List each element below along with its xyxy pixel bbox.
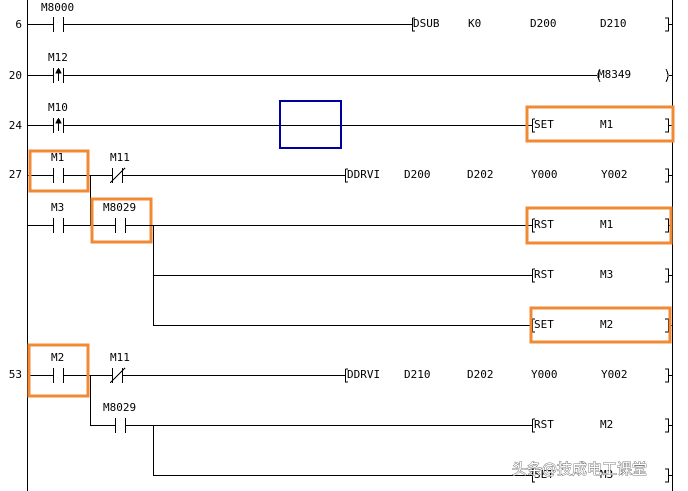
- contact-label: M8029: [103, 201, 136, 214]
- step-number: 20: [9, 69, 22, 82]
- rung-6[interactable]: 6 M8000 DSUB K0 D200 D210: [15, 1, 672, 32]
- highlight-box: [90, 197, 153, 244]
- instruction-arg: K0: [468, 17, 481, 30]
- instruction-arg: M3: [600, 468, 613, 481]
- instruction-arg: M1: [600, 218, 613, 231]
- watermark: 头条@技成电工课堂: [512, 460, 647, 478]
- rung-row-rst-m2[interactable]: M8029 RST M2: [90, 401, 672, 433]
- close-bracket-icon: [665, 17, 672, 32]
- instruction-arg: D202: [467, 168, 494, 181]
- instruction-arg: M3: [600, 268, 613, 281]
- open-bracket-icon: [530, 418, 535, 433]
- cursor-selection-box[interactable]: [279, 100, 342, 149]
- contact-label: M8029: [103, 401, 136, 414]
- contact-label: M3: [51, 201, 64, 214]
- open-bracket-icon: [343, 168, 348, 183]
- close-bracket-icon: [665, 118, 672, 133]
- contact-label: M2: [51, 351, 64, 364]
- instruction-arg: Y002: [601, 368, 628, 381]
- no-contact-icon[interactable]: [27, 168, 112, 183]
- instruction-op: RST: [534, 418, 554, 431]
- no-contact-icon[interactable]: [27, 368, 112, 383]
- instruction-arg: D200: [404, 168, 431, 181]
- no-contact-icon[interactable]: [27, 17, 64, 32]
- instruction-op: RST: [534, 218, 554, 231]
- instruction-op: SET: [534, 468, 554, 481]
- contact-label: M11: [110, 351, 130, 364]
- nc-contact-icon[interactable]: [109, 367, 126, 384]
- rising-edge-contact-icon[interactable]: [27, 117, 64, 133]
- step-number: 6: [15, 18, 22, 31]
- highlight-box: [28, 149, 90, 193]
- close-bracket-icon: [665, 168, 672, 183]
- instruction-arg: D210: [600, 17, 627, 30]
- instruction-arg: Y002: [601, 168, 628, 181]
- open-bracket-icon: [343, 368, 348, 383]
- step-number: 53: [9, 368, 22, 381]
- open-bracket-icon: [530, 468, 535, 483]
- instruction-op: DSUB: [413, 17, 440, 30]
- open-bracket-icon: [530, 268, 535, 283]
- instruction-op: SET: [534, 118, 554, 131]
- instruction-arg: D202: [467, 368, 494, 381]
- instruction-arg: Y000: [531, 368, 558, 381]
- rung-27[interactable]: 27 M1 M11 DDRVI D200 D202 Y000 Y002: [9, 149, 672, 193]
- rung-row-rst-m1[interactable]: M3 M8029 RST M1: [27, 197, 673, 245]
- instruction-op: DDRVI: [347, 168, 380, 181]
- instruction-arg: M1: [600, 118, 613, 131]
- contact-label: M1: [51, 151, 64, 164]
- close-bracket-icon: [665, 468, 672, 483]
- no-contact-icon[interactable]: [115, 218, 126, 233]
- instruction-arg: D210: [404, 368, 431, 381]
- highlight-box: [525, 206, 673, 245]
- rung-24[interactable]: 24 M10 SET M1: [9, 100, 675, 149]
- open-bracket-icon: [530, 118, 535, 133]
- instruction-arg: D200: [530, 17, 557, 30]
- highlight-box: [27, 343, 90, 398]
- coil-address: M8349: [598, 68, 631, 81]
- highlight-box: [525, 105, 675, 143]
- instruction-arg: Y000: [531, 168, 558, 181]
- instruction-arg: M2: [600, 318, 613, 331]
- rung-20[interactable]: 20 M12 M8349: [9, 51, 672, 83]
- coil-close-icon: [665, 68, 672, 83]
- nc-contact-icon[interactable]: [109, 167, 126, 184]
- no-contact-icon[interactable]: [115, 418, 126, 433]
- coil-open-icon: [595, 68, 601, 83]
- contact-label: M11: [110, 151, 130, 164]
- open-bracket-icon: [410, 17, 415, 32]
- highlight-box: [529, 306, 672, 344]
- no-contact-icon[interactable]: [27, 218, 115, 233]
- contact-label: M10: [48, 101, 68, 114]
- close-bracket-icon: [665, 418, 672, 433]
- rising-edge-contact-icon[interactable]: [27, 67, 64, 83]
- step-number: 27: [9, 168, 22, 181]
- instruction-op: SET: [534, 318, 554, 331]
- rung-row-rst-m3[interactable]: RST M3: [153, 268, 672, 283]
- open-bracket-icon: [530, 218, 535, 233]
- instruction-op: RST: [534, 268, 554, 281]
- contact-label: M12: [48, 51, 68, 64]
- instruction-op: DDRVI: [347, 368, 380, 381]
- step-number: 24: [9, 119, 23, 132]
- contact-label: M8000: [41, 1, 74, 14]
- instruction-arg: M2: [600, 418, 613, 431]
- close-bracket-icon: [665, 368, 672, 383]
- rung-53[interactable]: 53 M2 M11 DDRVI D210 D202 Y000 Y002: [9, 343, 672, 398]
- rung-row-set-m2[interactable]: SET M2: [153, 306, 672, 344]
- rung-row-set-m3[interactable]: SET M3: [153, 468, 672, 483]
- close-bracket-icon: [665, 268, 672, 283]
